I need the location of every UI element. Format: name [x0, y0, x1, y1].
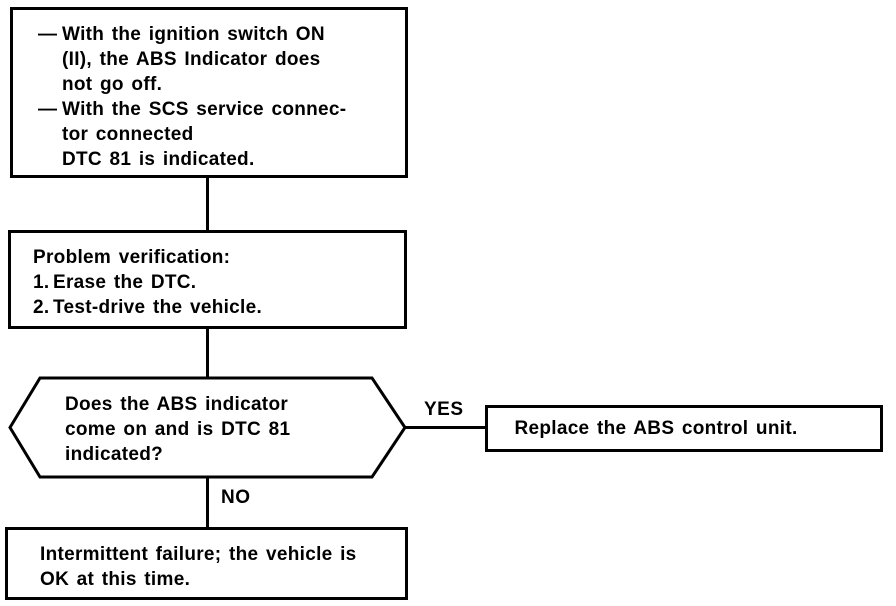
symptom-line: With the ignition switch ON [62, 24, 325, 45]
symptom-bullet-text: With the ignition switch ON (II), the AB… [62, 22, 325, 97]
step-text: Erase the DTC. [53, 272, 197, 293]
intermittent-failure-box: Intermittent failure; the vehicle is OK … [5, 527, 408, 600]
symptom-bullet-text: With the SCS service connec- tor connect… [62, 97, 346, 172]
step-number: 2. [33, 297, 50, 318]
yes-label: YES [424, 399, 464, 420]
symptom-bullet: — With the ignition switch ON (II), the … [38, 22, 405, 97]
intermittent-line: Intermittent failure; the vehicle is [40, 544, 357, 565]
symptom-line: tor connected [62, 124, 194, 145]
verification-title: Problem verification: [33, 247, 231, 268]
symptom-line: (II), the ABS Indicator does [62, 49, 321, 70]
decision-line: come on and is DTC 81 [65, 419, 291, 440]
decision-line: indicated? [65, 444, 164, 465]
symptom-line: DTC 81 is indicated. [62, 149, 255, 170]
step-text: Test-drive the vehicle. [53, 297, 263, 318]
symptom-line: not go off. [62, 74, 163, 95]
replace-text: Replace the ABS control unit. [514, 418, 798, 439]
step-number: 1. [33, 272, 50, 293]
problem-verification-box: Problem verification: 1. Erase the DTC. … [8, 230, 407, 329]
decision-hexagon-shape [8, 376, 407, 479]
decision-question: Does the ABS indicator come on and is DT… [65, 392, 290, 467]
symptom-line: With the SCS service connec- [62, 99, 347, 120]
no-label: NO [221, 487, 251, 508]
symptom-box: — With the ignition switch ON (II), the … [10, 7, 408, 178]
bullet-dash: — [38, 24, 58, 45]
decision-line: Does the ABS indicator [65, 394, 289, 415]
verification-step: 1. Erase the DTC. [33, 270, 404, 295]
verification-step: 2. Test-drive the vehicle. [33, 295, 404, 320]
bullet-dash: — [38, 99, 58, 120]
replace-abs-control-unit-box: Replace the ABS control unit. [485, 405, 883, 452]
intermittent-line: OK at this time. [40, 569, 191, 590]
symptom-bullet: — With the SCS service connec- tor conne… [38, 97, 405, 172]
